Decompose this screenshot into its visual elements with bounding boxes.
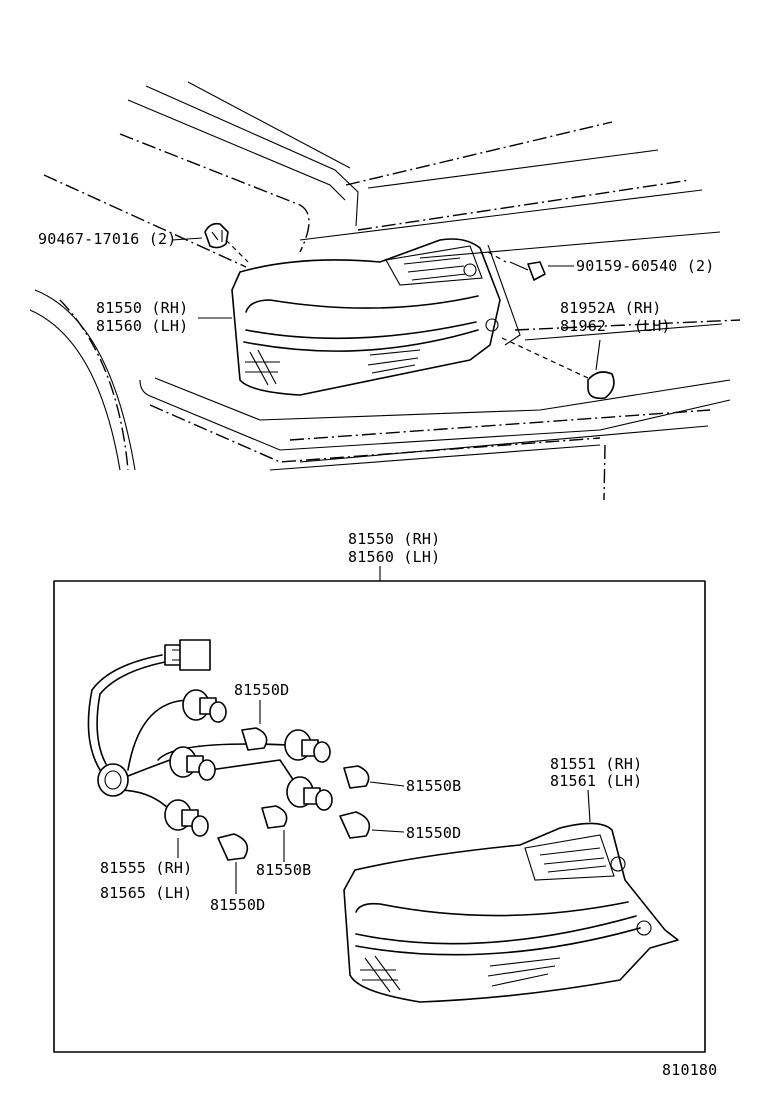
socket-upper-left xyxy=(182,689,227,723)
label-lamp-assy-rh: 81550 (RH) xyxy=(96,299,189,317)
label-lens-housing-lh: 81561 (LH) xyxy=(550,772,643,790)
bulb-d-bottom xyxy=(217,833,249,894)
label-bulb-d-bottom: 81550D xyxy=(210,896,266,914)
label-cover-rh: 81952A (RH) xyxy=(560,299,662,317)
exploded-detail-box xyxy=(53,580,706,1053)
label-cover-lh: 81962 (LH) xyxy=(560,317,671,335)
socket-lower-right xyxy=(286,776,333,811)
label-bulb-d-top: 81550D xyxy=(234,681,290,699)
label-retainer-clip: 90467-17016 (2) xyxy=(38,230,177,248)
car-body-outline xyxy=(29,81,741,501)
label-socket-wire-rh: 81555 (RH) xyxy=(100,859,193,877)
label-box-assy-lh: 81560 (LH) xyxy=(348,548,441,566)
lens-housing-part xyxy=(343,789,679,1003)
wire-harness xyxy=(87,639,301,811)
screw-part xyxy=(487,251,546,281)
figure-number: 810180 xyxy=(662,1061,718,1079)
tail-lamp-installed xyxy=(231,238,521,396)
bulb-d-right xyxy=(339,811,405,839)
bulb-d-top xyxy=(241,700,268,751)
label-bulb-b-right: 81550B xyxy=(406,777,462,795)
label-screw: 90159-60540 (2) xyxy=(576,257,715,275)
socket-upper-right xyxy=(284,729,331,763)
label-lamp-assy-lh: 81560 (LH) xyxy=(96,317,189,335)
label-box-assy-rh: 81550 (RH) xyxy=(348,530,441,548)
label-bulb-d-right: 81550D xyxy=(406,824,462,842)
label-socket-wire-lh: 81565 (LH) xyxy=(100,884,193,902)
socket-middle-left xyxy=(169,746,216,781)
retainer-clip-part xyxy=(204,222,249,263)
bulb-b-bottom xyxy=(261,805,288,862)
label-lens-housing-rh: 81551 (RH) xyxy=(550,755,643,773)
leader-clip xyxy=(171,237,203,241)
label-bulb-b-bottom: 81550B xyxy=(256,861,312,879)
cover-part xyxy=(501,337,615,400)
bulb-b-right xyxy=(343,765,405,789)
socket-lower-left xyxy=(164,799,209,837)
